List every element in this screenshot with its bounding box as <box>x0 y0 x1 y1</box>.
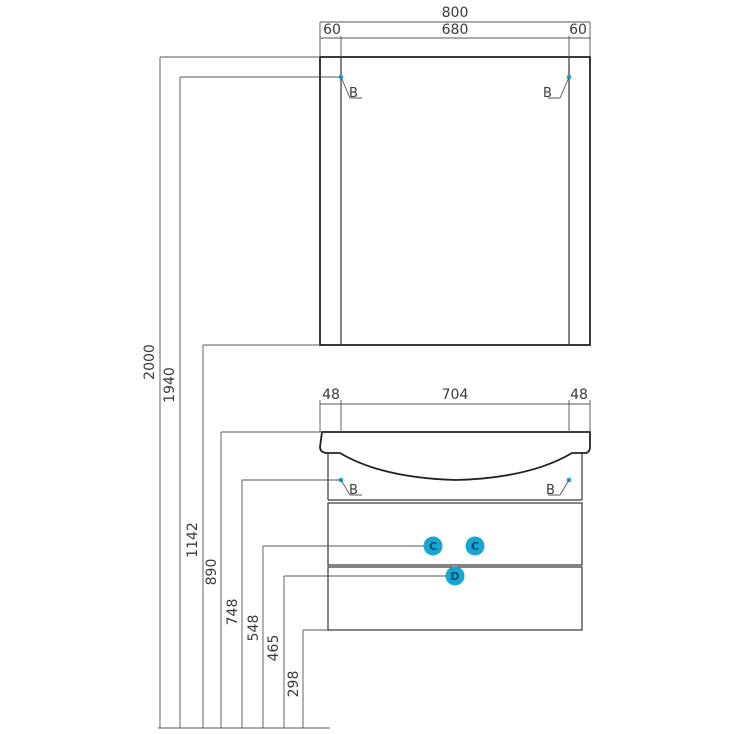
mirror-mount-label-left: B <box>349 86 358 101</box>
dim-height-1142: 1142 <box>185 522 201 558</box>
basin-top <box>319 431 591 481</box>
mirror-mount-label-right: B <box>543 86 552 101</box>
mirror-width-dimensions: 800 60 680 60 <box>319 5 591 57</box>
dim-height-465: 465 <box>266 635 282 662</box>
dim-height-1940: 1940 <box>162 367 178 403</box>
marker-d <box>445 566 465 586</box>
marker-d-label: D <box>450 570 459 583</box>
dim-vanity-side-left: 48 <box>322 387 340 403</box>
dim-height-2000: 2000 <box>142 344 158 380</box>
marker-c-left-label: C <box>429 540 437 553</box>
dim-vanity-inner-width: 704 <box>442 387 469 403</box>
mirror-mount-leader-right <box>548 76 570 99</box>
vanity-unit: B B C C D <box>319 431 591 631</box>
height-dimensions: 2000 1940 1142 890 748 548 465 298 <box>142 56 446 729</box>
dim-height-298: 298 <box>286 671 302 698</box>
dim-mirror-total-width: 800 <box>442 5 469 21</box>
marker-c-right <box>465 536 485 556</box>
upper-drawer <box>327 502 583 566</box>
dim-mirror-side-right: 60 <box>569 22 587 38</box>
mirror-frame <box>319 56 591 346</box>
mirror-mount-leader-left <box>340 76 362 99</box>
mirror-unit: B B <box>319 56 591 346</box>
dim-height-548: 548 <box>246 615 262 642</box>
dim-height-748: 748 <box>225 599 241 626</box>
vanity-mount-label-left: B <box>349 483 358 498</box>
dim-height-890: 890 <box>204 559 220 586</box>
marker-c-left <box>423 536 443 556</box>
vanity-mount-label-right: B <box>546 483 555 498</box>
dim-vanity-side-right: 48 <box>570 387 588 403</box>
vanity-width-dimensions: 48 704 48 <box>319 387 591 432</box>
dim-mirror-inner-width: 680 <box>442 22 469 38</box>
dim-mirror-side-left: 60 <box>323 22 341 38</box>
marker-c-right-label: C <box>471 540 479 553</box>
